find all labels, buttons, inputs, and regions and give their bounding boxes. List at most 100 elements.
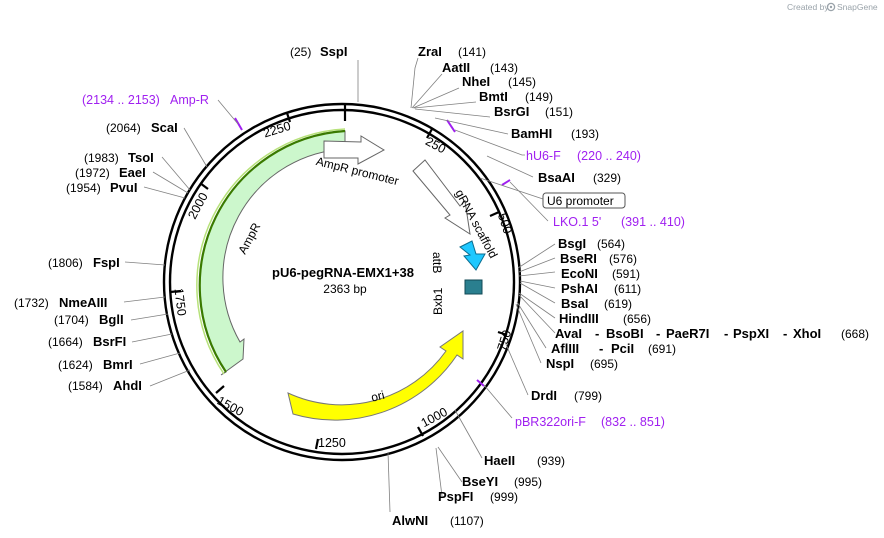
tick-label-1750: 1750 bbox=[171, 287, 188, 316]
site-name-hindiii[interactable]: HindIII bbox=[559, 311, 599, 326]
tick-1250 bbox=[314, 438, 320, 450]
lead-bsai bbox=[519, 282, 556, 304]
tick-2000 bbox=[199, 182, 209, 190]
lead-bmti bbox=[413, 101, 477, 109]
site-pos-bsgi: (564) bbox=[597, 237, 625, 251]
lead-scai bbox=[183, 127, 208, 168]
primer-name-amp-r[interactable]: Amp-R bbox=[170, 93, 209, 107]
site-name-aatii[interactable]: AatII bbox=[442, 60, 470, 75]
primer-mark-hu6-f bbox=[446, 119, 456, 133]
site-name-sspi[interactable]: SspI bbox=[320, 44, 347, 59]
grna-scaffold-feature[interactable] bbox=[412, 159, 471, 236]
site-name-eaei[interactable]: EaeI bbox=[119, 165, 146, 180]
site-pos-econi: (591) bbox=[612, 267, 640, 281]
site-name-bseri[interactable]: BseRI bbox=[560, 251, 597, 266]
site-name-nspi[interactable]: NspI bbox=[546, 356, 574, 371]
tick-500 bbox=[489, 210, 500, 218]
site-name-nmeaiii[interactable]: NmeAIII bbox=[59, 295, 107, 310]
site-name-pspxi[interactable]: PspXI bbox=[733, 326, 769, 341]
site-name-tsoi[interactable]: TsoI bbox=[128, 150, 154, 165]
site-name-pspfi[interactable]: PspFI bbox=[438, 489, 473, 504]
site-pos-haeii: (939) bbox=[537, 454, 565, 468]
u6-promoter-feature-label[interactable]: U6 promoter bbox=[542, 192, 626, 209]
lead-pvui bbox=[143, 186, 186, 199]
sep-1: - bbox=[595, 326, 599, 341]
lead-bsrgi bbox=[414, 108, 491, 118]
tick-1500 bbox=[215, 385, 225, 394]
site-name-bsai[interactable]: BsaI bbox=[561, 296, 588, 311]
site-name-pcii[interactable]: PciI bbox=[611, 341, 634, 356]
site-name-drdi[interactable]: DrdI bbox=[531, 388, 557, 403]
lead-drdi bbox=[504, 341, 529, 396]
backbone-outer-ring bbox=[162, 102, 522, 462]
site-name-zrai[interactable]: ZraI bbox=[418, 44, 442, 59]
tick-label-1500: 1500 bbox=[215, 394, 246, 419]
ampr-label: AmpR bbox=[235, 220, 263, 256]
lead-bsaai bbox=[486, 155, 534, 178]
plasmid-name: pU6-pegRNA-EMX1+38 bbox=[272, 265, 414, 280]
lead-ahdi bbox=[149, 369, 191, 387]
site-pos-bseyi: (995) bbox=[514, 475, 542, 489]
site-name-ahdi[interactable]: AhdI bbox=[113, 378, 142, 393]
ampr-promoter-label: AmpR promoter bbox=[315, 154, 401, 188]
lead-haeii bbox=[454, 409, 483, 459]
site-name-haeii[interactable]: HaeII bbox=[484, 453, 515, 468]
lead-pbr322 bbox=[483, 384, 513, 419]
primer-name-lko1[interactable]: LKO.1 5' bbox=[553, 215, 601, 229]
lead-nmeaiii bbox=[123, 296, 166, 303]
site-pos-eaei: (1972) bbox=[75, 166, 110, 180]
attb-feature[interactable] bbox=[459, 240, 486, 271]
sep-3: - bbox=[724, 326, 728, 341]
bxb1-label: Bxb1 bbox=[431, 287, 445, 315]
lead-u6-promoter bbox=[479, 177, 544, 200]
ampr-promoter-feature[interactable] bbox=[323, 135, 386, 165]
tick-1750 bbox=[169, 289, 182, 294]
site-name-pshai[interactable]: PshAI bbox=[561, 281, 598, 296]
lead-bmri bbox=[139, 352, 181, 365]
lead-bgli bbox=[130, 313, 169, 321]
site-name-bsaai[interactable]: BsaAI bbox=[538, 170, 575, 185]
site-name-bsrfi[interactable]: BsrFI bbox=[93, 334, 126, 349]
tick-1000 bbox=[417, 426, 424, 437]
primer-mark-lko1 bbox=[501, 179, 511, 186]
site-pos-tsoi: (1983) bbox=[84, 151, 119, 165]
site-pos-xhoi: (668) bbox=[841, 327, 869, 341]
tick-2250 bbox=[285, 112, 292, 123]
sep-5: - bbox=[599, 341, 603, 356]
primer-labels: (2134 .. 2153) Amp-R hU6-F (220 .. 240) … bbox=[82, 93, 685, 429]
site-name-bseyi[interactable]: BseYI bbox=[462, 474, 498, 489]
site-name-bsobi[interactable]: BsoBI bbox=[606, 326, 644, 341]
ori-label: ori bbox=[370, 388, 386, 405]
ori-feature[interactable] bbox=[287, 330, 464, 421]
site-name-scai[interactable]: ScaI bbox=[151, 120, 178, 135]
bxb1-feature[interactable] bbox=[464, 279, 483, 295]
site-pos-pspfi: (999) bbox=[490, 490, 518, 504]
site-pos-bsrfi: (1664) bbox=[48, 335, 83, 349]
tick-label-1250: 1250 bbox=[318, 436, 346, 450]
site-name-alwni[interactable]: AlwNI bbox=[392, 513, 428, 528]
primer-name-pbr322[interactable]: pBR322ori-F bbox=[515, 415, 586, 429]
site-name-bgli[interactable]: BglI bbox=[99, 312, 124, 327]
site-name-xhoi[interactable]: XhoI bbox=[793, 326, 821, 341]
site-name-bmti[interactable]: BmtI bbox=[479, 89, 508, 104]
site-name-afliii[interactable]: AflIII bbox=[551, 341, 579, 356]
site-name-bsgi[interactable]: BsgI bbox=[558, 236, 586, 251]
site-name-fspi[interactable]: FspI bbox=[93, 255, 120, 270]
site-name-bmri[interactable]: BmrI bbox=[103, 357, 133, 372]
site-name-bsrgi[interactable]: BsrGI bbox=[494, 104, 529, 119]
position-ticks bbox=[169, 104, 508, 450]
site-name-pvui[interactable]: PvuI bbox=[110, 180, 137, 195]
lead-hu6-f bbox=[454, 129, 525, 156]
lead-aatii bbox=[411, 73, 443, 109]
site-name-avai[interactable]: AvaI bbox=[555, 326, 582, 341]
credit-brand: SnapGene bbox=[837, 2, 878, 12]
site-name-nhei[interactable]: NheI bbox=[462, 74, 490, 89]
site-name-paer7i[interactable]: PaeR7I bbox=[666, 326, 709, 341]
site-name-bamhi[interactable]: BamHI bbox=[511, 126, 552, 141]
tick-label-750: 750 bbox=[494, 328, 514, 352]
site-name-econi[interactable]: EcoNI bbox=[561, 266, 598, 281]
lead-afliii bbox=[516, 301, 547, 349]
site-pos-bmri: (1624) bbox=[58, 358, 93, 372]
primer-name-hu6-f[interactable]: hU6-F bbox=[526, 149, 561, 163]
site-pos-aatii: (143) bbox=[490, 61, 518, 75]
